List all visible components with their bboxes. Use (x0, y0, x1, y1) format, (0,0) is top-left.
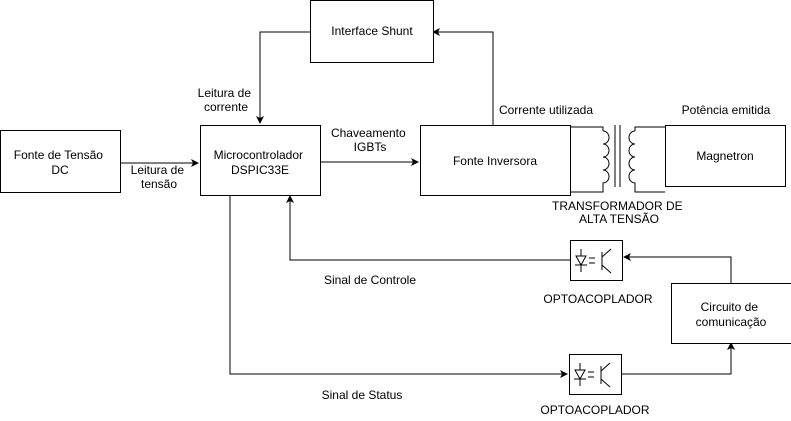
wire-comm-to-opto-top (623, 253, 732, 283)
wire-transformer-to-magnetron (634, 126, 665, 131)
wire-transformer-return (570, 186, 604, 193)
label-leitura-corrente-line1: Leitura de (198, 86, 252, 100)
block-microcontrolador: Microcontrolador DSPIC33E (200, 125, 321, 196)
label-corrente-utilizada: Corrente utilizada (499, 103, 593, 117)
optocoupler-top-icon (570, 240, 623, 281)
label-corrente-utilizada-line1: Corrente utilizada (499, 103, 593, 117)
svg-text:Interface Shunt: Interface Shunt (331, 24, 413, 38)
label-opto-bottom-line1: OPTOACOPLADOR (540, 403, 649, 417)
label-potencia-emitida-line1: Potência emitida (682, 103, 771, 117)
block-fonte-inversora: Fonte Inversora (420, 125, 571, 196)
wire-transformer-to-magnetron-return (634, 186, 665, 193)
label-chaveamento-line2: IGBTs (354, 140, 387, 154)
svg-text:Microcontrolador DSPIC33: Microcontrolador DSPIC33E (214, 148, 307, 177)
block-fonte-dc: Fonte de Tensão DC (0, 130, 121, 193)
svg-text:Fonte Inversora: Fonte Inversora (453, 154, 537, 168)
label-opto-top-line1: OPTOACOPLADOR (543, 292, 652, 306)
svg-text:Magnetron: Magnetron (696, 149, 753, 163)
block-comm-line2: comunicação (696, 315, 767, 329)
svg-text:Fonte de Tensão DC: Fonte de Tensão DC (14, 148, 107, 177)
optocoupler-bottom-icon (569, 354, 622, 395)
wire-opto-bottom-to-comm (622, 342, 735, 375)
label-leitura-tensao-line1: Leitura de (131, 163, 185, 177)
label-sinal-status-line1: Sinal de Status (322, 388, 403, 402)
block-circuito-comunicacao: Circuito de comunicação (671, 283, 791, 344)
wire-opto-top-to-mcu (286, 195, 570, 261)
block-fonte-dc-line1: Fonte de Tensão (14, 148, 104, 162)
label-sinal-controle: Sinal de Controle (324, 273, 416, 287)
wire-inversora-to-transformer (570, 126, 604, 131)
block-mcu-line1: Microcontrolador (214, 148, 303, 162)
block-magnetron: Magnetron (665, 125, 786, 187)
svg-text:Circuito de comunicação: Circuito de comunicação (696, 300, 767, 329)
label-opto-top: OPTOACOPLADOR (543, 292, 652, 306)
label-transformador-line1: TRANSFORMADOR DE (552, 199, 683, 213)
block-magnetron-line1: Magnetron (696, 149, 753, 163)
wire-inversora-to-shunt (432, 28, 494, 125)
transformer-icon (602, 125, 636, 187)
block-comm-line1: Circuito de (701, 300, 759, 314)
label-sinal-controle-line1: Sinal de Controle (324, 273, 416, 287)
label-potencia-emitida: Potência emitida (682, 103, 771, 117)
label-transformador-line2: ALTA TENSÃO (579, 212, 659, 226)
label-chaveamento-line1: Chaveamento (331, 126, 406, 140)
block-fonte-dc-line2: DC (51, 163, 69, 177)
block-shunt-line1: Interface Shunt (331, 24, 413, 38)
label-leitura-tensao: Leitura de tensão (131, 163, 188, 191)
label-leitura-corrente: Leitura de corrente (198, 86, 255, 114)
block-mcu-line2: DSPIC33E (231, 163, 289, 177)
label-leitura-tensao-line2: tensão (141, 177, 177, 191)
wire-shunt-to-mcu (256, 31, 310, 124)
label-chaveamento: Chaveamento IGBTs (331, 126, 409, 154)
label-opto-bottom: OPTOACOPLADOR (540, 403, 649, 417)
block-inversora-line1: Fonte Inversora (453, 154, 537, 168)
label-transformador: TRANSFORMADOR DE ALTA TENSÃO (552, 199, 686, 226)
label-leitura-corrente-line2: corrente (204, 100, 248, 114)
label-sinal-status: Sinal de Status (322, 388, 403, 402)
wire-mcu-to-opto-bottom (229, 196, 568, 378)
block-interface-shunt: Interface Shunt (310, 0, 434, 63)
